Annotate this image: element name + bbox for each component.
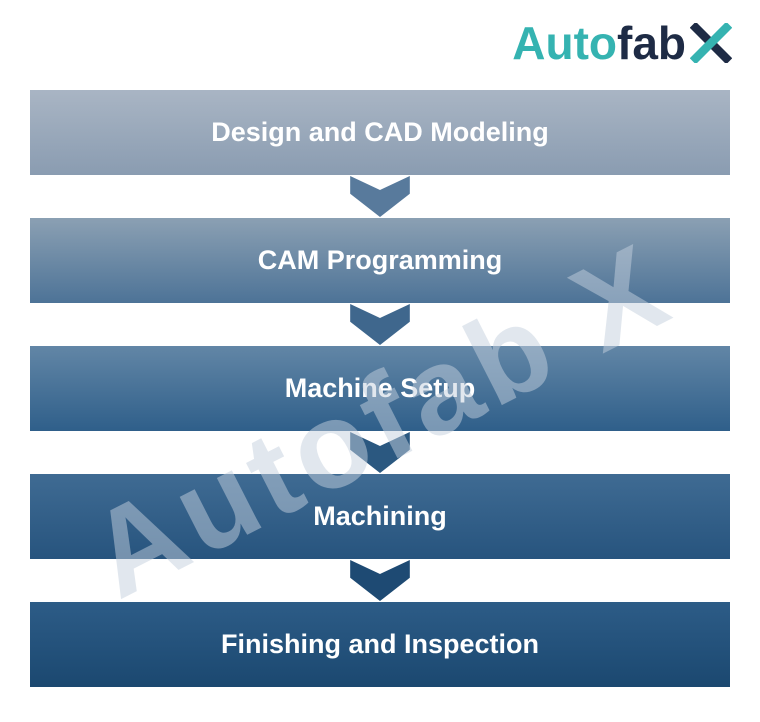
step-label: Design and CAD Modeling: [211, 117, 549, 147]
logo-x-icon: [690, 23, 732, 63]
step-cam-programming: CAM Programming: [30, 218, 730, 303]
flow-diagram: Design and CAD Modeling CAM Programming …: [30, 90, 730, 687]
step-label: CAM Programming: [257, 245, 503, 275]
down-arrow-icon: [349, 303, 411, 346]
step-label: Machine Setup: [284, 373, 476, 403]
step-design-cad-modeling: Design and CAD Modeling: [30, 90, 730, 175]
logo-text-fab: fab: [617, 17, 686, 69]
logo-text-auto: Auto: [512, 17, 617, 69]
down-arrow-icon: [349, 175, 411, 218]
down-arrow-icon: [349, 431, 411, 474]
down-arrow-icon: [349, 559, 411, 602]
step-machine-setup: Machine Setup: [30, 346, 730, 431]
step-finishing-inspection: Finishing and Inspection: [30, 602, 730, 687]
step-label: Machining: [313, 501, 447, 531]
step-machining: Machining: [30, 474, 730, 559]
step-label: Finishing and Inspection: [220, 629, 539, 659]
